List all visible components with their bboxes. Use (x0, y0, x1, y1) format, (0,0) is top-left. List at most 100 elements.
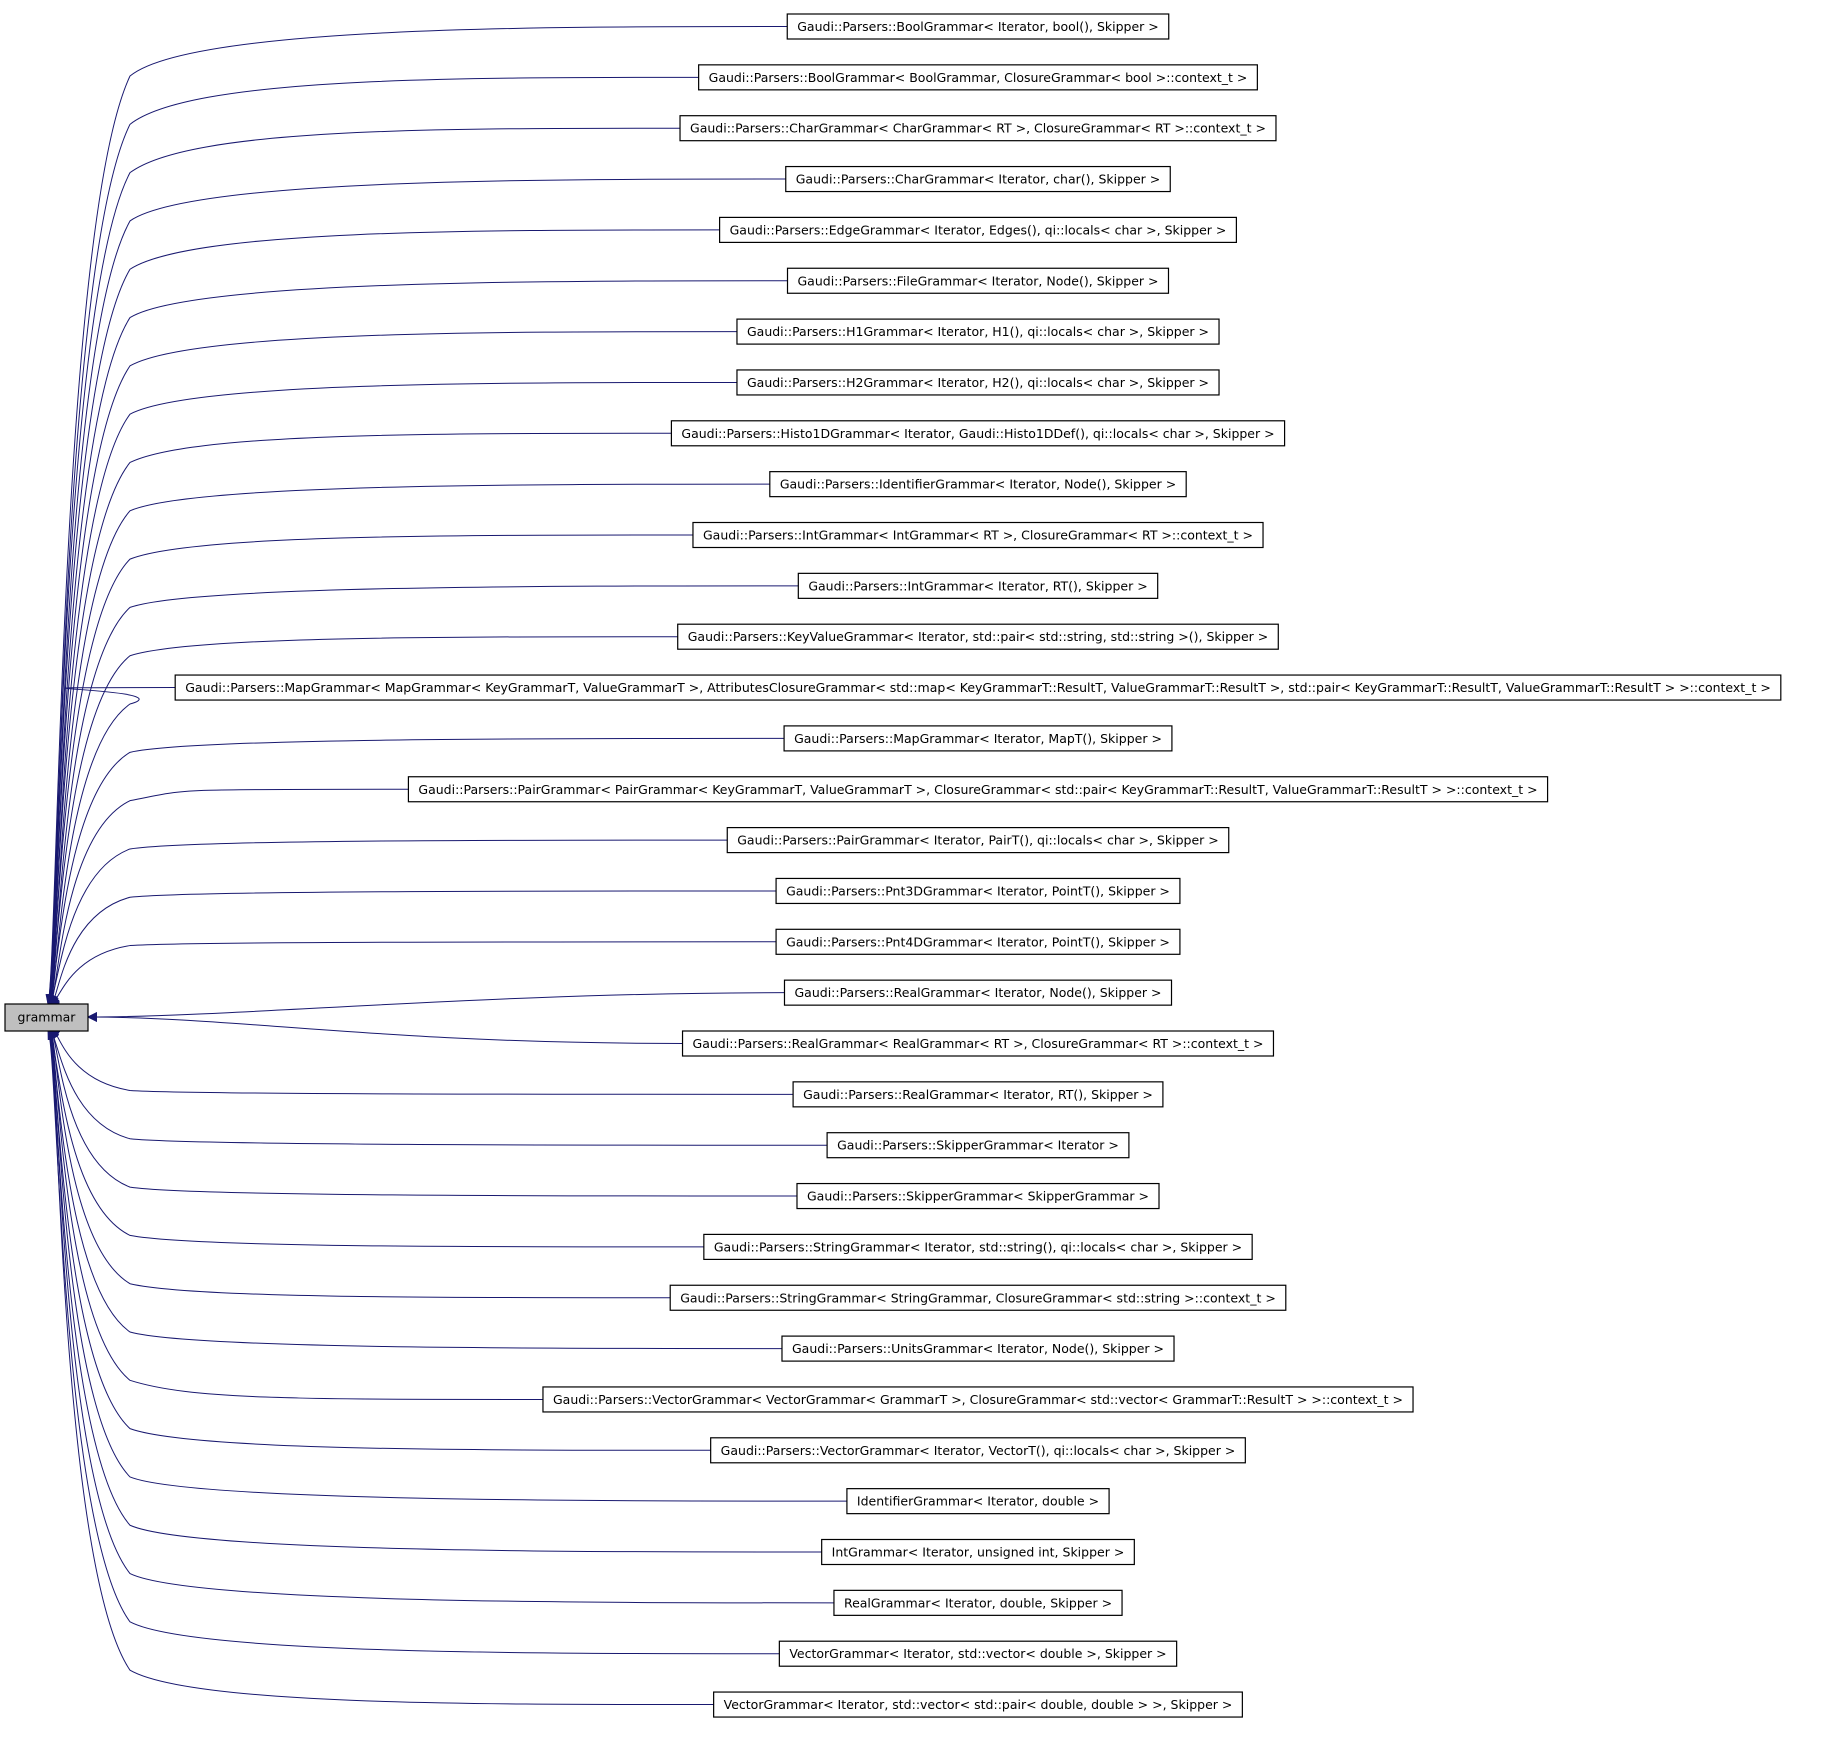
inheritance-edge (49, 1019, 794, 1095)
class-node-box (781, 1335, 1175, 1362)
root-node-label: grammar (18, 1010, 77, 1025)
inheritance-edge (47, 1020, 828, 1146)
class-node-box (726, 826, 1230, 854)
class-node[interactable]: Gaudi::Parsers::BoolGrammar< BoolGrammar… (698, 64, 1258, 91)
class-node-label: Gaudi::Parsers::PairGrammar< Iterator, P… (737, 833, 1218, 848)
inheritance-edge (45, 26, 788, 1005)
inheritance-edge (87, 1012, 683, 1044)
class-node[interactable]: Gaudi::Parsers::KeyValueGrammar< Iterato… (677, 623, 1279, 650)
class-node[interactable]: Gaudi::Parsers::CharGrammar< Iterator, c… (785, 165, 1171, 193)
class-node[interactable]: Gaudi::Parsers::IdentifierGrammar< Itera… (769, 471, 1187, 498)
inheritance-edge (49, 1029, 834, 1604)
inheritance-edge (49, 1026, 671, 1299)
class-node[interactable]: Gaudi::Parsers::UnitsGrammar< Iterator, … (781, 1335, 1175, 1362)
class-node[interactable]: Gaudi::Parsers::RealGrammar< Iterator, N… (783, 979, 1173, 1006)
class-node[interactable]: VectorGrammar< Iterator, std::vector< do… (778, 1640, 1178, 1667)
class-node[interactable]: Gaudi::Parsers::H1Grammar< Iterator, H1(… (736, 318, 1220, 345)
root-node[interactable]: grammar (4, 1003, 89, 1032)
inheritance-edge (47, 432, 672, 1005)
inheritance-edge (47, 941, 777, 1014)
class-node-label: Gaudi::Parsers::SkipperGrammar< Iterator… (837, 1138, 1119, 1153)
class-node[interactable]: RealGrammar< Iterator, double, Skipper > (833, 1589, 1123, 1616)
class-node[interactable]: Gaudi::Parsers::EdgeGrammar< Iterator, E… (719, 216, 1237, 243)
class-node-box (736, 369, 1220, 396)
class-node-box (786, 267, 1170, 294)
class-node[interactable]: Gaudi::Parsers::VectorGrammar< Iterator,… (710, 1437, 1246, 1464)
class-node-label: IdentifierGrammar< Iterator, double > (857, 1494, 1099, 1509)
class-node[interactable]: Gaudi::Parsers::IntGrammar< IntGrammar< … (692, 521, 1264, 549)
class-node[interactable]: VectorGrammar< Iterator, std::vector< st… (713, 1691, 1243, 1718)
class-node[interactable]: Gaudi::Parsers::FileGrammar< Iterator, N… (786, 267, 1170, 294)
class-node[interactable]: Gaudi::Parsers::H2Grammar< Iterator, H2(… (736, 369, 1220, 396)
class-node-box (785, 165, 1171, 193)
class-node-label: Gaudi::Parsers::IntGrammar< Iterator, RT… (808, 578, 1147, 593)
inheritance-edge (49, 585, 799, 1005)
class-node-box (796, 1182, 1160, 1210)
class-node[interactable]: Gaudi::Parsers::SkipperGrammar< SkipperG… (796, 1182, 1160, 1210)
class-node[interactable]: Gaudi::Parsers::StringGrammar< Iterator,… (703, 1233, 1253, 1261)
inheritance-edge (47, 737, 785, 1008)
class-node[interactable]: Gaudi::Parsers::PairGrammar< Iterator, P… (726, 826, 1230, 854)
inheritance-edge (49, 1029, 847, 1502)
inheritance-edge (49, 1029, 543, 1400)
inheritance-edge (47, 178, 786, 1005)
class-node-box (174, 674, 1782, 701)
class-node[interactable]: IdentifierGrammar< Iterator, double > (846, 1488, 1110, 1515)
class-node[interactable]: Gaudi::Parsers::Pnt3DGrammar< Iterator, … (775, 877, 1181, 905)
class-node-box (698, 64, 1258, 91)
class-node[interactable]: IntGrammar< Iterator, unsigned int, Skip… (821, 1538, 1135, 1566)
inheritance-edge (47, 636, 678, 1005)
class-node-label: Gaudi::Parsers::StringGrammar< Iterator,… (714, 1239, 1242, 1254)
inheritance-edge (49, 483, 770, 1005)
inheritance-edge (49, 788, 409, 1011)
class-node-label: VectorGrammar< Iterator, std::vector< do… (789, 1646, 1166, 1661)
class-node[interactable]: Gaudi::Parsers::PairGrammar< PairGrammar… (407, 776, 1549, 803)
class-node-label: RealGrammar< Iterator, double, Skipper > (844, 1595, 1112, 1610)
class-node[interactable]: Gaudi::Parsers::IntGrammar< Iterator, RT… (797, 572, 1159, 599)
class-node[interactable]: Gaudi::Parsers::RealGrammar< RealGrammar… (681, 1030, 1275, 1057)
class-node-box (797, 572, 1159, 599)
class-node-label: Gaudi::Parsers::IntGrammar< IntGrammar< … (703, 528, 1253, 543)
inheritance-edge (49, 1021, 797, 1197)
class-node-box (769, 471, 1187, 498)
class-node-label: Gaudi::Parsers::RealGrammar< Iterator, N… (794, 985, 1161, 1000)
class-node-box (783, 725, 1173, 752)
class-node-box (846, 1488, 1110, 1515)
class-node-box (821, 1538, 1135, 1566)
class-node[interactable]: Gaudi::Parsers::MapGrammar< Iterator, Ma… (783, 725, 1173, 752)
class-node[interactable]: Gaudi::Parsers::BoolGrammar< Iterator, b… (786, 13, 1170, 40)
class-node-box (703, 1233, 1253, 1261)
inheritance-edge (49, 890, 777, 1014)
class-node-box (669, 1284, 1287, 1311)
inheritance-edge (47, 1029, 780, 1655)
inheritance-edge (47, 534, 693, 1005)
class-node-box (692, 521, 1264, 549)
class-node-label: Gaudi::Parsers::UnitsGrammar< Iterator, … (792, 1341, 1164, 1356)
class-node-label: Gaudi::Parsers::FileGrammar< Iterator, N… (798, 273, 1159, 288)
class-node-label: Gaudi::Parsers::Pnt3DGrammar< Iterator, … (786, 883, 1170, 898)
class-node[interactable]: Gaudi::Parsers::CharGrammar< CharGrammar… (679, 115, 1277, 142)
edge-layer (45, 26, 847, 1706)
class-node-label: Gaudi::Parsers::IdentifierGrammar< Itera… (780, 477, 1176, 492)
class-node-box (710, 1437, 1246, 1464)
class-node[interactable]: Gaudi::Parsers::Histo1DGrammar< Iterator… (670, 420, 1286, 447)
class-node-box (778, 1640, 1178, 1667)
class-node-box (775, 877, 1181, 905)
root-node-box (4, 1003, 89, 1032)
class-node[interactable]: Gaudi::Parsers::StringGrammar< StringGra… (669, 1284, 1287, 1311)
class-node[interactable]: Gaudi::Parsers::MapGrammar< MapGrammar< … (174, 674, 1782, 701)
class-node-label: Gaudi::Parsers::RealGrammar< Iterator, R… (803, 1087, 1153, 1102)
class-node-box (679, 115, 1277, 142)
class-node[interactable]: Gaudi::Parsers::RealGrammar< Iterator, R… (792, 1081, 1164, 1108)
class-node-label: Gaudi::Parsers::BoolGrammar< Iterator, b… (797, 19, 1159, 34)
class-node-box (670, 420, 1286, 447)
class-node[interactable]: Gaudi::Parsers::VectorGrammar< VectorGra… (542, 1386, 1414, 1413)
class-node[interactable]: Gaudi::Parsers::SkipperGrammar< Iterator… (826, 1132, 1130, 1159)
class-node-label: Gaudi::Parsers::MapGrammar< Iterator, Ma… (794, 731, 1162, 746)
inheritance-edge (46, 229, 720, 1005)
class-node-label: Gaudi::Parsers::Pnt4DGrammar< Iterator, … (786, 934, 1170, 949)
class-node-box (407, 776, 1549, 803)
class-node-label: Gaudi::Parsers::MapGrammar< MapGrammar< … (185, 680, 1771, 695)
class-node[interactable]: Gaudi::Parsers::Pnt4DGrammar< Iterator, … (775, 928, 1181, 955)
class-node-box (713, 1691, 1243, 1718)
